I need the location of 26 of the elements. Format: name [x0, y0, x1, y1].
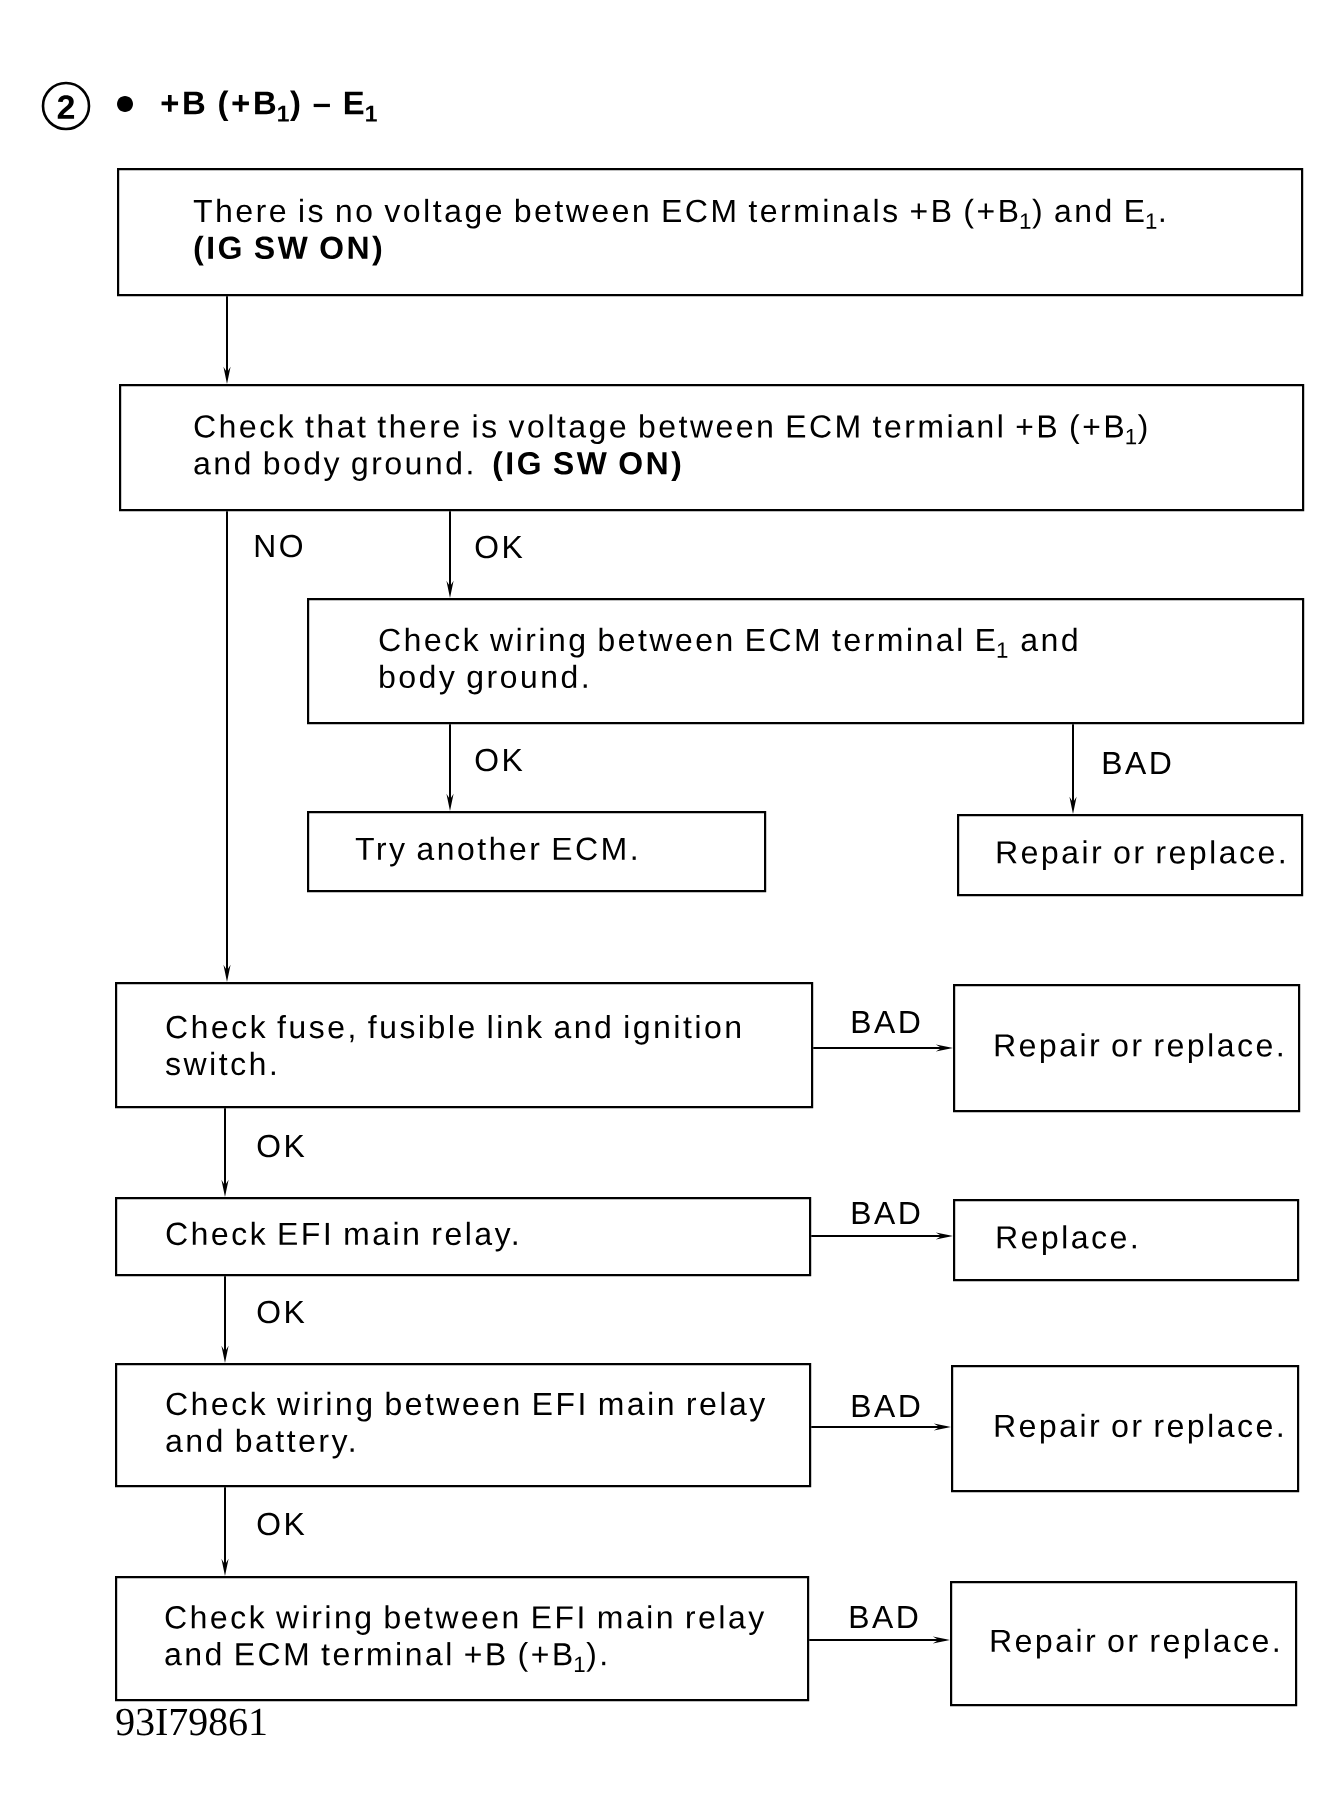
process-box: Repair or replace.	[957, 814, 1304, 897]
edge-label: BAD	[852, 1011, 920, 1033]
edge-label: BAD	[850, 1606, 918, 1628]
process-box: Check wiring between EFI main relay and ECM terminal +B (+B$_{1}$).	[115, 1576, 810, 1702]
edge-label: BAD	[852, 1202, 920, 1224]
process-box: There is no voltage between ECM terminals +B (+B$_{1}$) and E$_{1}$. (IG SW ON)	[117, 168, 1304, 297]
process-box: Check wiring between EFI main relay and battery.	[115, 1363, 812, 1488]
process-box: Repair or replace.	[951, 1365, 1300, 1493]
process-box: Replace.	[953, 1199, 1300, 1282]
process-box: Repair or replace.	[953, 984, 1301, 1113]
edge-label: BAD	[852, 1395, 920, 1417]
edge-label: OK	[257, 1134, 305, 1158]
edge-label: BAD	[1103, 752, 1171, 774]
edge-label: OK	[475, 535, 523, 559]
edge-label: OK	[257, 1300, 305, 1324]
process-box: Check wiring between ECM terminal E$_{1}$ and body ground.	[307, 598, 1305, 725]
process-box: Repair or replace.	[950, 1581, 1298, 1707]
process-box: Check that there is voltage between ECM termianl +B (+B$_{1}$) and body ground. (IG SW ON)	[119, 384, 1305, 512]
process-box: Check EFI main relay.	[115, 1197, 812, 1277]
circled-number: 2	[41, 81, 91, 131]
process-box: Check fuse, fusible link and ignition switch.	[115, 982, 814, 1109]
edge-label: OK	[475, 748, 523, 772]
process-box: Try another ECM.	[307, 811, 767, 893]
edge-label: OK	[257, 1512, 305, 1536]
title: +B (+B$_{1}$) – E$_{1}$	[161, 90, 377, 122]
edge-label: NO	[255, 534, 302, 558]
